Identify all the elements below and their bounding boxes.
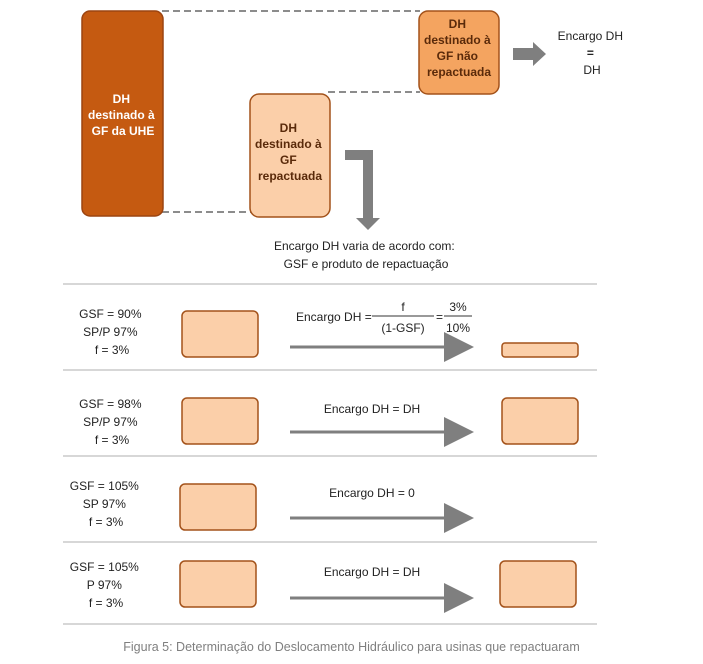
encargo-result-line-1: Encargo DH <box>558 29 623 43</box>
nao-rep-line-2: destinado à <box>424 33 491 47</box>
scenario-2-result: Encargo DH = DH <box>324 402 420 416</box>
nao-repactuada-box <box>418 10 500 95</box>
scenario-2-input-box <box>181 397 259 445</box>
uhe-line-2: destinado à <box>88 108 155 122</box>
scenario-2: GSF = 98% SP/P 97% f = 3% Encargo DH = D… <box>79 397 579 447</box>
scenario-1-denominator: (1-GSF) <box>381 321 424 335</box>
scenario-1-cond-2: SP/P 97% <box>83 325 138 339</box>
scenario-2-cond-2: SP/P 97% <box>83 415 138 429</box>
rep-line-2: destinado à <box>255 137 322 151</box>
encargo-result: Encargo DH = DH <box>558 29 627 77</box>
scenario-3-result: Encargo DH = 0 <box>329 486 415 500</box>
scenario-3-input-box <box>179 483 257 531</box>
repactuada-box <box>249 93 331 218</box>
scenario-1-den-value: 10% <box>446 321 470 335</box>
scenario-1-cond-1: GSF = 90% <box>79 307 142 321</box>
scenario-1-numerator: f <box>401 300 405 314</box>
nao-rep-line-4: repactuada <box>427 65 491 79</box>
scenario-4: GSF = 105% P 97% f = 3% Encargo DH = DH <box>70 560 577 613</box>
scenario-2-cond-3: f = 3% <box>95 433 130 447</box>
scenario-3: GSF = 105% SP 97% f = 3% Encargo DH = 0 <box>70 479 474 533</box>
scenario-1-conditions: GSF = 90% SP/P 97% f = 3% <box>79 307 145 357</box>
scenario-3-cond-1: GSF = 105% <box>70 479 139 493</box>
scenario-2-cond-1: GSF = 98% <box>79 397 142 411</box>
scenario-2-conditions: GSF = 98% SP/P 97% f = 3% <box>79 397 145 447</box>
scenario-4-conditions: GSF = 105% P 97% f = 3% <box>70 560 142 610</box>
scenario-1-output-box <box>501 342 579 358</box>
scenario-4-cond-2: P 97% <box>87 578 122 592</box>
right-arrow-icon <box>513 42 546 66</box>
nao-repactuada-label: DH destinado à GF não repactuada <box>424 17 494 79</box>
scenario-3-cond-3: f = 3% <box>89 515 124 529</box>
bent-down-arrow-icon <box>345 150 380 230</box>
uhe-box <box>81 10 164 217</box>
encargo-note-line-1: Encargo DH varia de acordo com: <box>274 239 455 253</box>
uhe-line-3: GF da UHE <box>92 124 155 138</box>
scenario-4-cond-3: f = 3% <box>89 596 124 610</box>
scenario-4-input-box <box>179 560 257 608</box>
rep-line-1: DH <box>280 121 297 135</box>
encargo-result-line-2: = <box>587 46 594 60</box>
uhe-box-label: DH destinado à GF da UHE <box>88 92 158 138</box>
scenario-3-cond-2: SP 97% <box>83 497 126 511</box>
scenario-4-cond-1: GSF = 105% <box>70 560 139 574</box>
scenario-4-result: Encargo DH = DH <box>324 565 420 579</box>
rep-line-4: repactuada <box>258 169 322 183</box>
encargo-result-line-3: DH <box>583 63 600 77</box>
rep-line-3: GF <box>280 153 297 167</box>
nao-rep-line-3: GF não <box>437 49 478 63</box>
scenario-1-equals: = <box>436 310 443 324</box>
scenario-1: GSF = 90% SP/P 97% f = 3% Encargo DH = f… <box>79 300 579 362</box>
scenario-3-conditions: GSF = 105% SP 97% f = 3% <box>70 479 142 529</box>
uhe-line-1: DH <box>113 92 130 106</box>
figure-caption: Figura 5: Determinação do Deslocamento H… <box>123 640 580 654</box>
scenario-2-output-box <box>501 397 579 445</box>
scenario-1-input-box <box>181 310 259 358</box>
nao-rep-line-1: DH <box>449 17 466 31</box>
scenario-4-output-box <box>499 560 577 608</box>
repactuada-label: DH destinado à GF repactuada <box>255 121 325 183</box>
scenario-1-formula-lhs: Encargo DH = <box>296 310 372 324</box>
encargo-note: Encargo DH varia de acordo com: GSF e pr… <box>274 239 458 271</box>
encargo-note-line-2: GSF e produto de repactuação <box>284 257 449 271</box>
scenario-1-num-value: 3% <box>449 300 467 314</box>
scenario-1-cond-3: f = 3% <box>95 343 130 357</box>
